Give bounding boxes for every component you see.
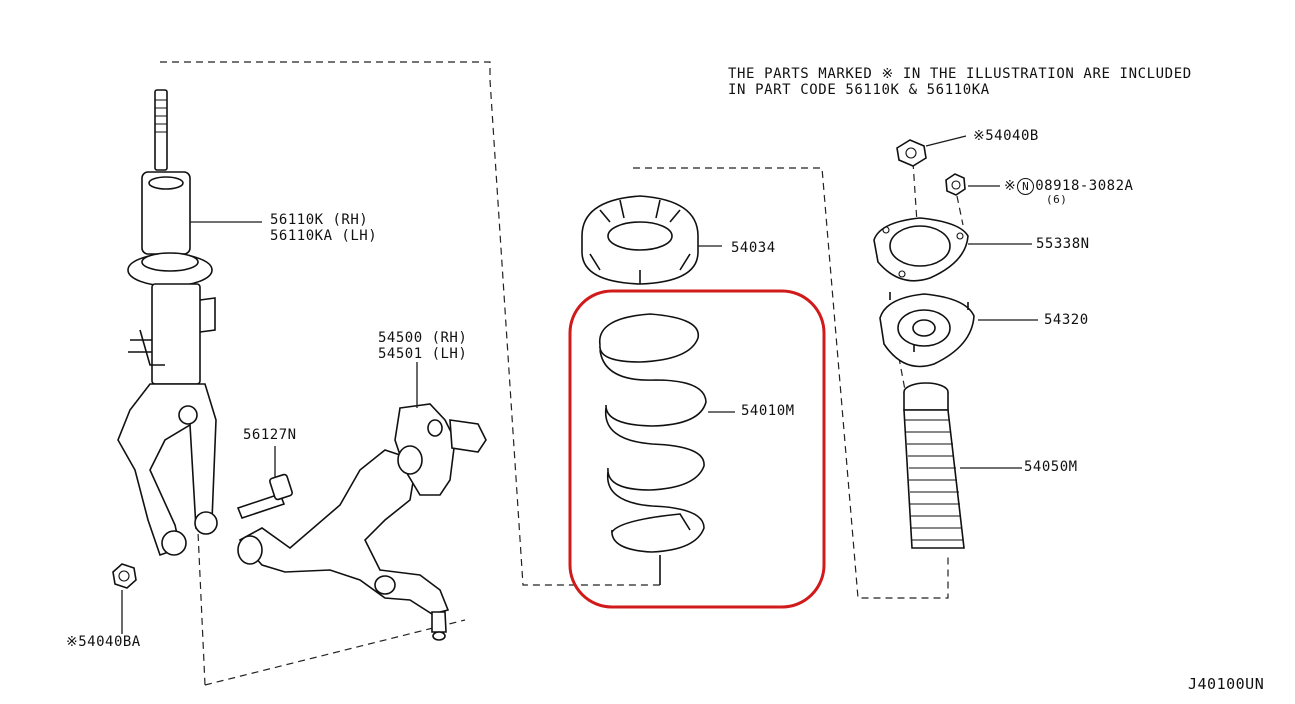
strut-assembly bbox=[117, 89, 218, 557]
nut-54040BA bbox=[112, 563, 137, 589]
dashed-boundary-strut bbox=[160, 61, 662, 686]
spring-seat-54034 bbox=[581, 195, 699, 285]
label-spring: 54010M bbox=[741, 403, 795, 419]
dashed-boundary-spring bbox=[633, 167, 949, 599]
label-strut-lh: 56110KA (LH) bbox=[270, 228, 378, 244]
label-seat: 54034 bbox=[731, 240, 776, 256]
label-arm-rh: 54500 (RH) bbox=[378, 330, 468, 346]
note-text: THE PARTS MARKED ※ IN THE ILLUSTRATION A… bbox=[728, 66, 1192, 98]
nut-54040B bbox=[896, 139, 927, 167]
label-nut-b: ※54040B bbox=[973, 128, 1039, 144]
circled-n-icon: N bbox=[1017, 178, 1035, 195]
diagram-code: J40100UN bbox=[1188, 675, 1265, 693]
nut-08918-3082A bbox=[945, 173, 966, 196]
note-line-1: THE PARTS MARKED ※ IN THE ILLUSTRATION A… bbox=[728, 66, 1192, 82]
label-mount: 54320 bbox=[1044, 312, 1089, 328]
plate-55338N bbox=[873, 217, 969, 282]
lower-arm bbox=[237, 403, 487, 641]
bolt-56127N bbox=[236, 473, 293, 519]
label-boot: 54050M bbox=[1024, 459, 1078, 475]
label-bolt: 56127N bbox=[243, 427, 297, 443]
boot-54050M bbox=[903, 382, 965, 549]
label-strut-rh: 56110K (RH) bbox=[270, 212, 369, 228]
leader-lines bbox=[121, 135, 1038, 634]
label-nut-n-qty: (6) bbox=[1046, 193, 1068, 206]
label-nut-n-mark: ※ bbox=[1004, 178, 1017, 194]
coil-spring-54010M bbox=[599, 313, 707, 585]
label-nut-n-code: 08918-3082A bbox=[1035, 178, 1134, 194]
note-line-2: IN PART CODE 56110K & 56110KA bbox=[728, 82, 990, 98]
label-arm-lh: 54501 (LH) bbox=[378, 346, 468, 362]
spring-highlight-box bbox=[568, 289, 826, 609]
mount-54320 bbox=[879, 292, 975, 368]
label-nut-ba: ※54040BA bbox=[66, 634, 141, 650]
label-plate: 55338N bbox=[1036, 236, 1090, 252]
